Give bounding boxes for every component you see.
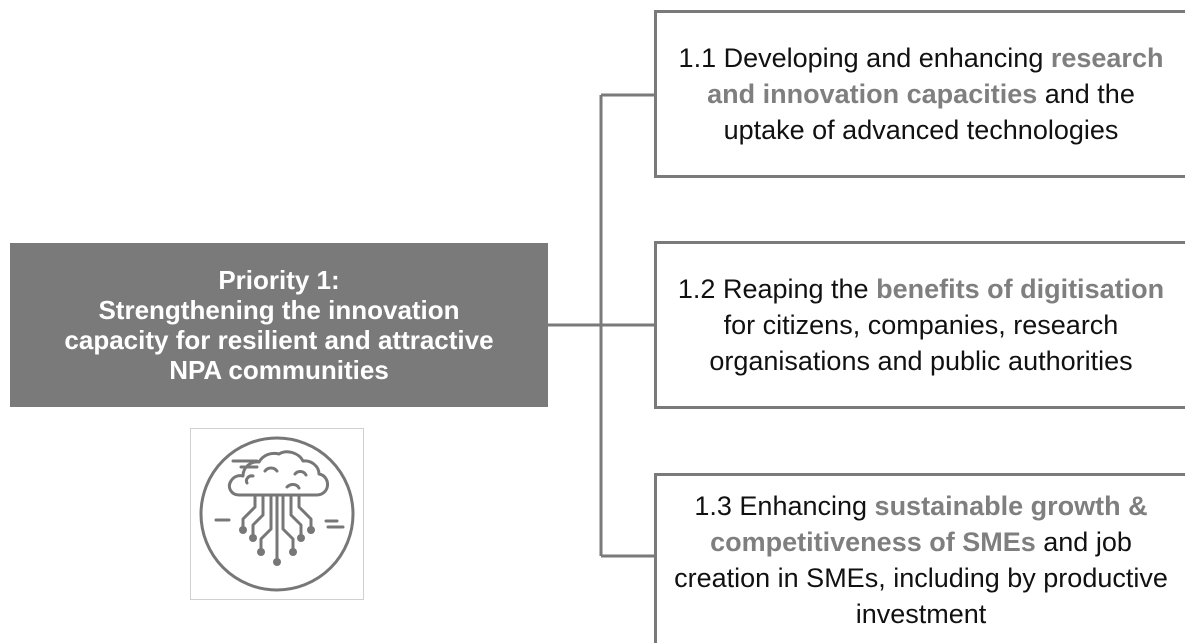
objective-text-1-3: 1.3 Enhancing sustainable growth & compe… — [663, 488, 1179, 632]
objective-highlight: benefits of digitisation — [876, 274, 1165, 304]
priority-text-line-1: Strengthening the innovation — [98, 295, 460, 325]
priority-title: Priority 1: — [218, 265, 340, 295]
priority-text-line-2: capacity for resilient and attractive — [64, 325, 494, 355]
priority-box: Priority 1: Strengthening the innovation… — [10, 243, 548, 407]
objective-text-1-2: 1.2 Reaping the benefits of digitisation… — [663, 271, 1179, 379]
cloud-circuit-icon — [190, 428, 364, 600]
objective-text-1-1: 1.1 Developing and enhancing research an… — [663, 40, 1179, 148]
objective-prefix: 1.1 Developing and enhancing — [678, 43, 1044, 73]
objective-suffix: for citizens, companies, research organi… — [709, 310, 1133, 376]
objective-box-1-3: 1.3 Enhancing sustainable growth & compe… — [654, 473, 1185, 643]
objective-prefix: 1.3 Enhancing — [694, 490, 868, 521]
objective-box-1-1: 1.1 Developing and enhancing research an… — [654, 10, 1185, 178]
objective-highlight: research and innovation capacities — [707, 43, 1164, 109]
objective-suffix: and the uptake of advanced technologies — [723, 79, 1135, 145]
priority-text-line-3: NPA communities — [169, 355, 389, 385]
objective-highlight: sustainable growth & competitiveness of … — [710, 490, 1148, 557]
objective-suffix: and job creation in SMEs, including by p… — [674, 526, 1168, 629]
objective-prefix: 1.2 Reaping the — [677, 274, 869, 304]
objective-box-1-2: 1.2 Reaping the benefits of digitisation… — [654, 241, 1185, 409]
